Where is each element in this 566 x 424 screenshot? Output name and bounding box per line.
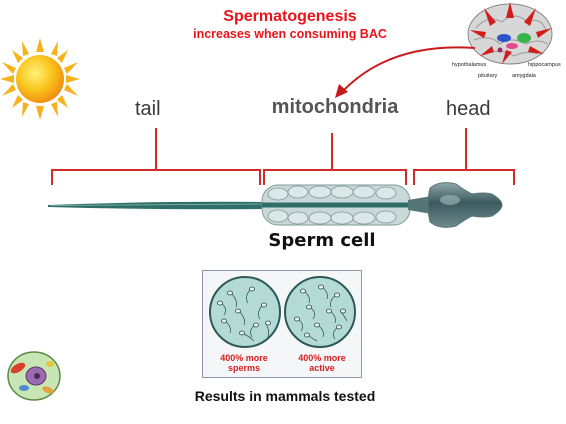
- brain-icon: [467, 2, 553, 65]
- brain-label-hippocampus: hippocampus: [528, 62, 561, 68]
- brain-label-hypothalamus: hypothalamus: [452, 62, 487, 68]
- results-panel: 400% more sperms 400% more active: [202, 270, 362, 378]
- sun-icon: [0, 38, 80, 120]
- head-bracket: [413, 169, 515, 185]
- brain-to-mitochondria-arrow: [335, 46, 476, 98]
- brain-diagram: hypothalamus hippocampus pituitary amygd…: [440, 0, 566, 88]
- page-subtitle: increases when consuming BAC: [193, 27, 387, 41]
- head-label: head: [446, 98, 491, 120]
- brain-label-amygdala: amygdala: [512, 73, 536, 79]
- mitochondria-label: mitochondria: [271, 96, 399, 118]
- result-caption-more-active: 400% more active: [298, 353, 346, 373]
- results-label: Results in mammals tested: [194, 388, 376, 404]
- sperm-sample-after-icon: [284, 276, 356, 348]
- sperm-cell-label: Sperm cell: [268, 230, 376, 251]
- page-title: Spermatogenesis: [223, 8, 357, 25]
- part-brackets: [51, 128, 515, 185]
- mitochondria-bracket: [263, 169, 407, 185]
- sperm-sample-before-icon: [209, 276, 281, 348]
- result-caption-more-sperms: 400% more sperms: [220, 353, 268, 373]
- brain-label-pituitary: pituitary: [478, 73, 498, 79]
- sperm-cell-illustration: [48, 182, 503, 228]
- cell-icon: [7, 351, 61, 401]
- tail-label: tail: [135, 98, 161, 120]
